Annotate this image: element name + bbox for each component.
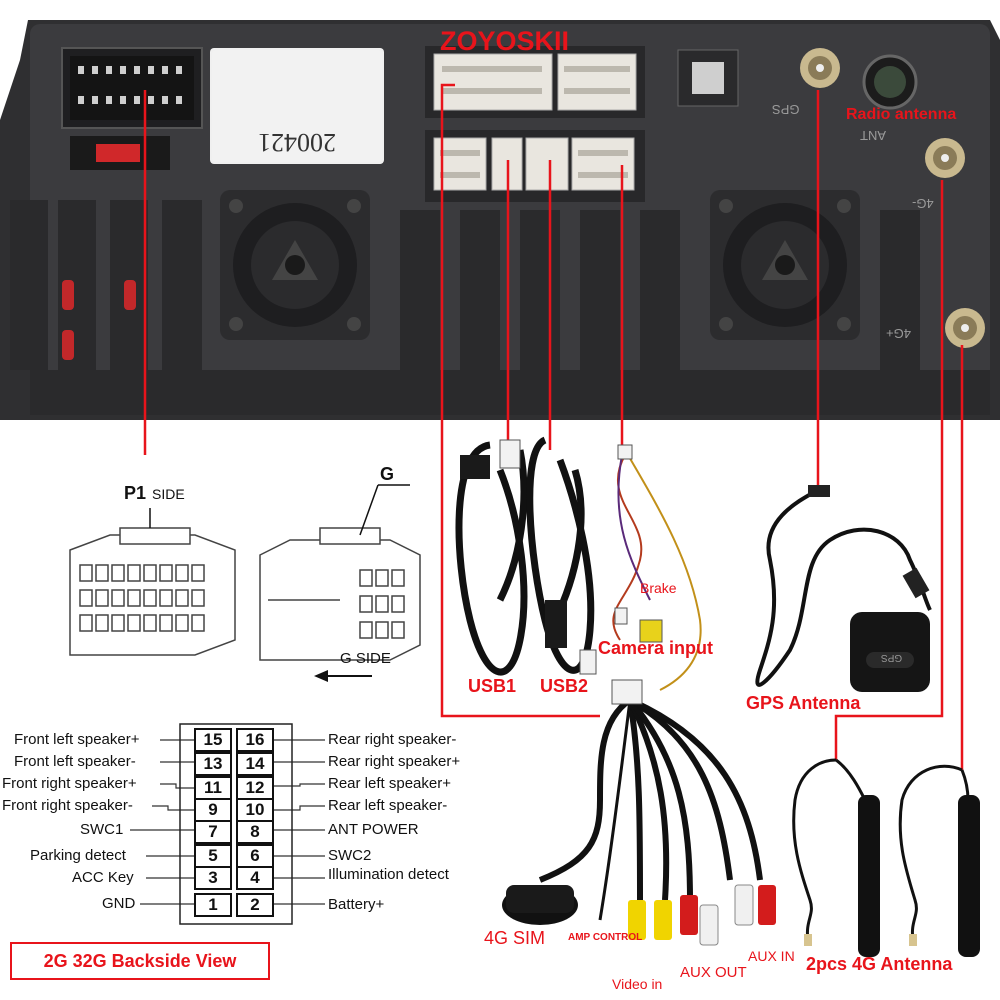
- g-label: G: [380, 464, 395, 484]
- pin-9: 9: [194, 798, 232, 822]
- video-in-label: Video in: [612, 976, 663, 992]
- pinout-right-label-16: Rear right speaker-: [328, 731, 457, 748]
- pin-12: 12: [236, 776, 274, 800]
- pin-6: 6: [236, 844, 274, 868]
- gps-antenna-label: GPS Antenna: [746, 693, 861, 713]
- pin-4: 4: [236, 866, 274, 890]
- 4g-antenna-2: [898, 764, 980, 957]
- pin-5: 5: [194, 844, 232, 868]
- 4g-antenna-label: 2pcs 4G Antenna: [806, 954, 953, 974]
- g-side-label: G SIDE: [340, 650, 391, 667]
- gps-port: [800, 48, 840, 88]
- amp-control-label: AMP CONTROL: [568, 932, 643, 943]
- brand-label: ZOYOSKII: [440, 26, 570, 56]
- usb-cable-1: [455, 441, 528, 676]
- pinout-right-label-10: Rear left speaker-: [328, 797, 448, 814]
- pinout-left-label-5: Parking detect: [30, 847, 126, 864]
- pinout-right-label-2: Battery+: [328, 896, 385, 913]
- 4g-antenna-1: [792, 758, 880, 957]
- pin-10: 10: [236, 798, 274, 822]
- pin-14: 14: [236, 752, 274, 776]
- pin-3: 3: [194, 866, 232, 890]
- pinout-left-label-15: Front left speaker+: [14, 731, 140, 748]
- pinout-right-label-14: Rear right speaker+: [328, 753, 461, 770]
- aux-out-label: AUX OUT: [680, 964, 747, 981]
- gps-antenna-cable: [755, 488, 932, 687]
- 4g-minus-callout-line: [834, 180, 944, 760]
- harness-callout-line: [440, 83, 600, 718]
- pin-1: 1: [194, 893, 232, 917]
- pin-2: 2: [236, 893, 274, 917]
- aux-in-label: AUX IN: [748, 948, 795, 964]
- pin-15: 15: [194, 728, 232, 752]
- rca-plugs: [628, 884, 776, 946]
- pinout-left-label-7: SWC1: [80, 821, 124, 838]
- pinout-right-label-12: Rear left speaker+: [328, 775, 451, 792]
- pinout-left-label-13: Front left speaker-: [14, 753, 136, 770]
- pin-8: 8: [236, 820, 274, 844]
- power-connector: [61, 47, 203, 170]
- pinout-right-label-4: Illumination detect: [328, 866, 449, 883]
- radio-antenna-label: Radio antenna: [846, 106, 957, 123]
- g-connector-drawing: [259, 527, 421, 661]
- pinout-left-label-11: Front right speaker+: [2, 775, 137, 792]
- rca-harness: [538, 697, 763, 921]
- radio-antenna-port: [862, 54, 918, 110]
- backside-view-box: 2G 32G Backside View: [10, 942, 270, 980]
- fan-right: [710, 190, 860, 340]
- pin-7: 7: [194, 820, 232, 844]
- pin-11: 11: [194, 776, 232, 800]
- usb2-label: USB2: [540, 676, 589, 696]
- backside-view-label: 2G 32G Backside View: [43, 951, 237, 971]
- usb1-label: USB1: [468, 676, 517, 696]
- brake-label: Brake: [640, 580, 677, 596]
- sim-slot: [502, 885, 578, 925]
- p1-connector-drawing: [69, 527, 236, 656]
- pinout-right-label-8: ANT POWER: [328, 821, 419, 838]
- pin-13: 13: [194, 752, 232, 776]
- pin-16: 16: [236, 728, 274, 752]
- 4g-plus-port: [945, 308, 985, 348]
- gps-puck: [850, 612, 930, 692]
- p1-side-label: SIDE: [152, 486, 185, 502]
- 4g-minus-port: [925, 138, 965, 178]
- multi-connectors: [425, 46, 645, 202]
- pinout-left-label-3: ACC Key: [72, 869, 134, 886]
- serial-sticker: 200421: [212, 50, 382, 162]
- camera-input-label: Camera input: [598, 638, 714, 658]
- camera-wires: [612, 454, 702, 691]
- p1-label: P1: [124, 483, 147, 503]
- fan-left: [220, 190, 370, 340]
- sim-4g-label: 4G SIM: [484, 928, 546, 948]
- gps-puck-label: GPS: [881, 652, 903, 663]
- pinout-left-label-9: Front right speaker-: [2, 797, 133, 814]
- pinout-left-label-1: GND: [102, 895, 136, 912]
- pinout-right-label-6: SWC2: [328, 847, 372, 864]
